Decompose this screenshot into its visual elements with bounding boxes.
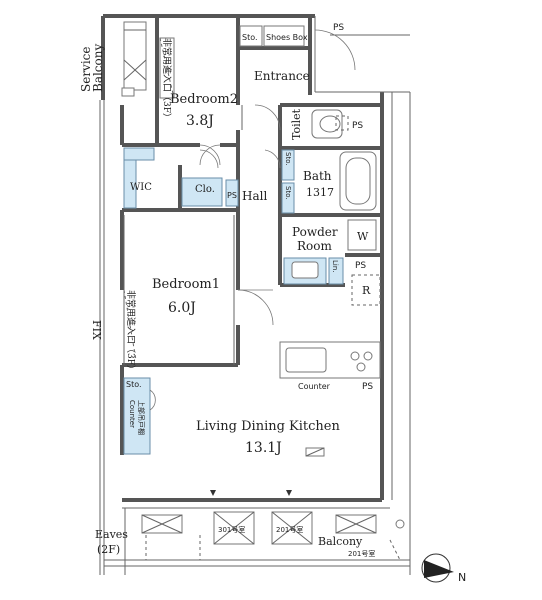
shoes-box-label: Shoes Box [266, 33, 308, 42]
north-arrow-icon [424, 560, 454, 578]
interior-walls [122, 16, 382, 367]
storage-label-bath-2: Sto. [284, 186, 292, 200]
ps-label-toilet: PS [352, 121, 363, 131]
bath: Sto. Sto. Bath 1317 [281, 149, 377, 214]
window-marker-2 [286, 490, 292, 496]
ldk-name: Living Dining Kitchen [196, 419, 340, 434]
bedroom2: 非常用進入口（3F） Bedroom2 3.8J [159, 37, 238, 166]
north-label: N [458, 571, 466, 584]
service-balcony-label: Service [79, 47, 93, 93]
kitchen: R Counter PS [279, 274, 381, 392]
closet-name: Clo. [195, 184, 215, 195]
powder-room-line2: Room [297, 239, 332, 253]
unit-301-label: 301号室 [218, 525, 245, 534]
ps-label-powder: PS [355, 261, 366, 271]
counter-label: Counter [298, 382, 331, 391]
hall-name: Hall [242, 189, 267, 203]
ps-label-top: PS [333, 23, 344, 33]
eaves-floor-label: (2F) [97, 543, 120, 556]
linen-label: Lin. [331, 260, 339, 273]
unit-201-label: 201号室 [276, 525, 303, 534]
bedroom1: 非常用進入口（3F） Bedroom1 6.0J FIX [90, 277, 274, 374]
bedroom2-area: 3.8J [186, 113, 214, 129]
fix-label: FIX [90, 320, 103, 340]
ps-label-hall: PS [227, 191, 237, 200]
wic-name: WIC [130, 182, 152, 193]
wic-closet: WIC Clo. [123, 147, 223, 209]
north-arrow: N [421, 553, 466, 584]
powder-room-line1: Powder [292, 225, 338, 239]
storage-label-ldk: Sto. [126, 380, 142, 389]
balcony: 301号室 201号室 Balcony 201号室 Eaves (2F) [95, 511, 405, 561]
bedroom1-name: Bedroom1 [152, 277, 220, 292]
toilet-name: Toilet [290, 108, 303, 140]
window-marker-1 [210, 490, 216, 496]
powder-room: Powder Room W Lin. PS [283, 219, 377, 285]
bath-size: 1317 [306, 186, 334, 199]
counter-vertical-jp: 上部吊戸棚 [137, 400, 146, 435]
bedroom2-name: Bedroom2 [170, 92, 238, 107]
bath-name: Bath [303, 169, 332, 183]
counter-vertical-label: Counter [128, 400, 136, 428]
entrance-name: Entrance [254, 69, 310, 83]
ldk-area: 13.1J [245, 440, 282, 456]
bedroom1-area: 6.0J [168, 300, 196, 316]
storage-label-entrance: Sto. [242, 33, 258, 42]
service-balcony-label-2: Balcony [91, 44, 105, 92]
service-balcony: Service Balcony [79, 21, 147, 97]
balcony-name: Balcony [318, 535, 363, 548]
ldk: Sto. Counter 上部吊戸棚 Living Dining Kitchen… [123, 377, 340, 496]
outer-walls [99, 14, 411, 575]
entrance: Sto. Shoes Box Entrance PS [239, 23, 356, 131]
hall: Hall PS [225, 149, 281, 207]
storage-label-bath-1: Sto. [284, 152, 292, 166]
refrigerator-label: R [362, 284, 371, 297]
ps-label-kitchen: PS [362, 382, 373, 392]
eaves-label: Eaves [95, 528, 128, 541]
washer-label: W [357, 230, 369, 243]
toilet: Toilet PS [290, 108, 363, 140]
emergency-entry-label-1: 非常用進入口（3F） [161, 38, 173, 122]
unit-201-label-b: 201号室 [348, 549, 375, 558]
